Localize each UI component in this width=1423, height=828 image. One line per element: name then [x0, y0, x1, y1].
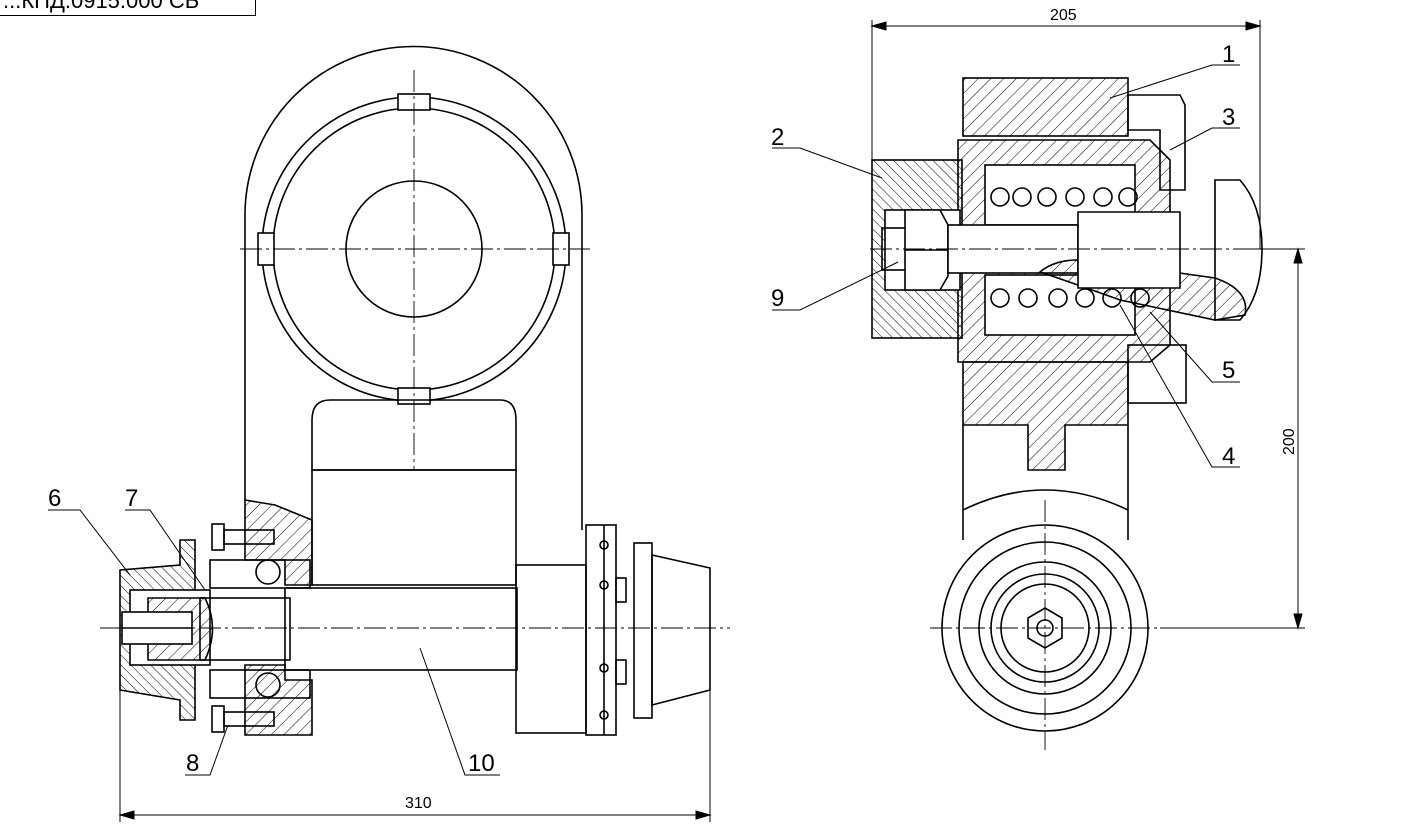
front-view-centerlines — [100, 70, 730, 629]
dimension-200: 200 — [1281, 428, 1298, 455]
dimension-310: 310 — [405, 795, 432, 812]
callout-9: 9 — [771, 285, 784, 312]
side-view — [871, 77, 1263, 732]
callout-5: 5 — [1222, 357, 1235, 384]
callout-2: 2 — [771, 124, 784, 151]
side-view-centerlines — [870, 248, 1280, 750]
callout-labels: 1 2 3 4 5 6 7 8 9 10 — [48, 41, 1235, 777]
callout-6: 6 — [48, 485, 61, 512]
title-block: ...КПД.0915.000 СБ — [0, 0, 256, 16]
callout-4: 4 — [1222, 443, 1235, 470]
callout-leaders — [48, 64, 1240, 776]
spring-coils — [990, 187, 1150, 308]
callout-3: 3 — [1222, 104, 1235, 131]
dimension-205: 205 — [1050, 7, 1077, 24]
callout-1: 1 — [1222, 41, 1235, 68]
dimension-lines — [118, 20, 1305, 822]
callout-10: 10 — [468, 750, 495, 777]
dimension-texts: 310 205 200 — [405, 7, 1298, 812]
callout-7: 7 — [125, 485, 138, 512]
callout-8: 8 — [186, 750, 199, 777]
front-view — [119, 45, 711, 736]
